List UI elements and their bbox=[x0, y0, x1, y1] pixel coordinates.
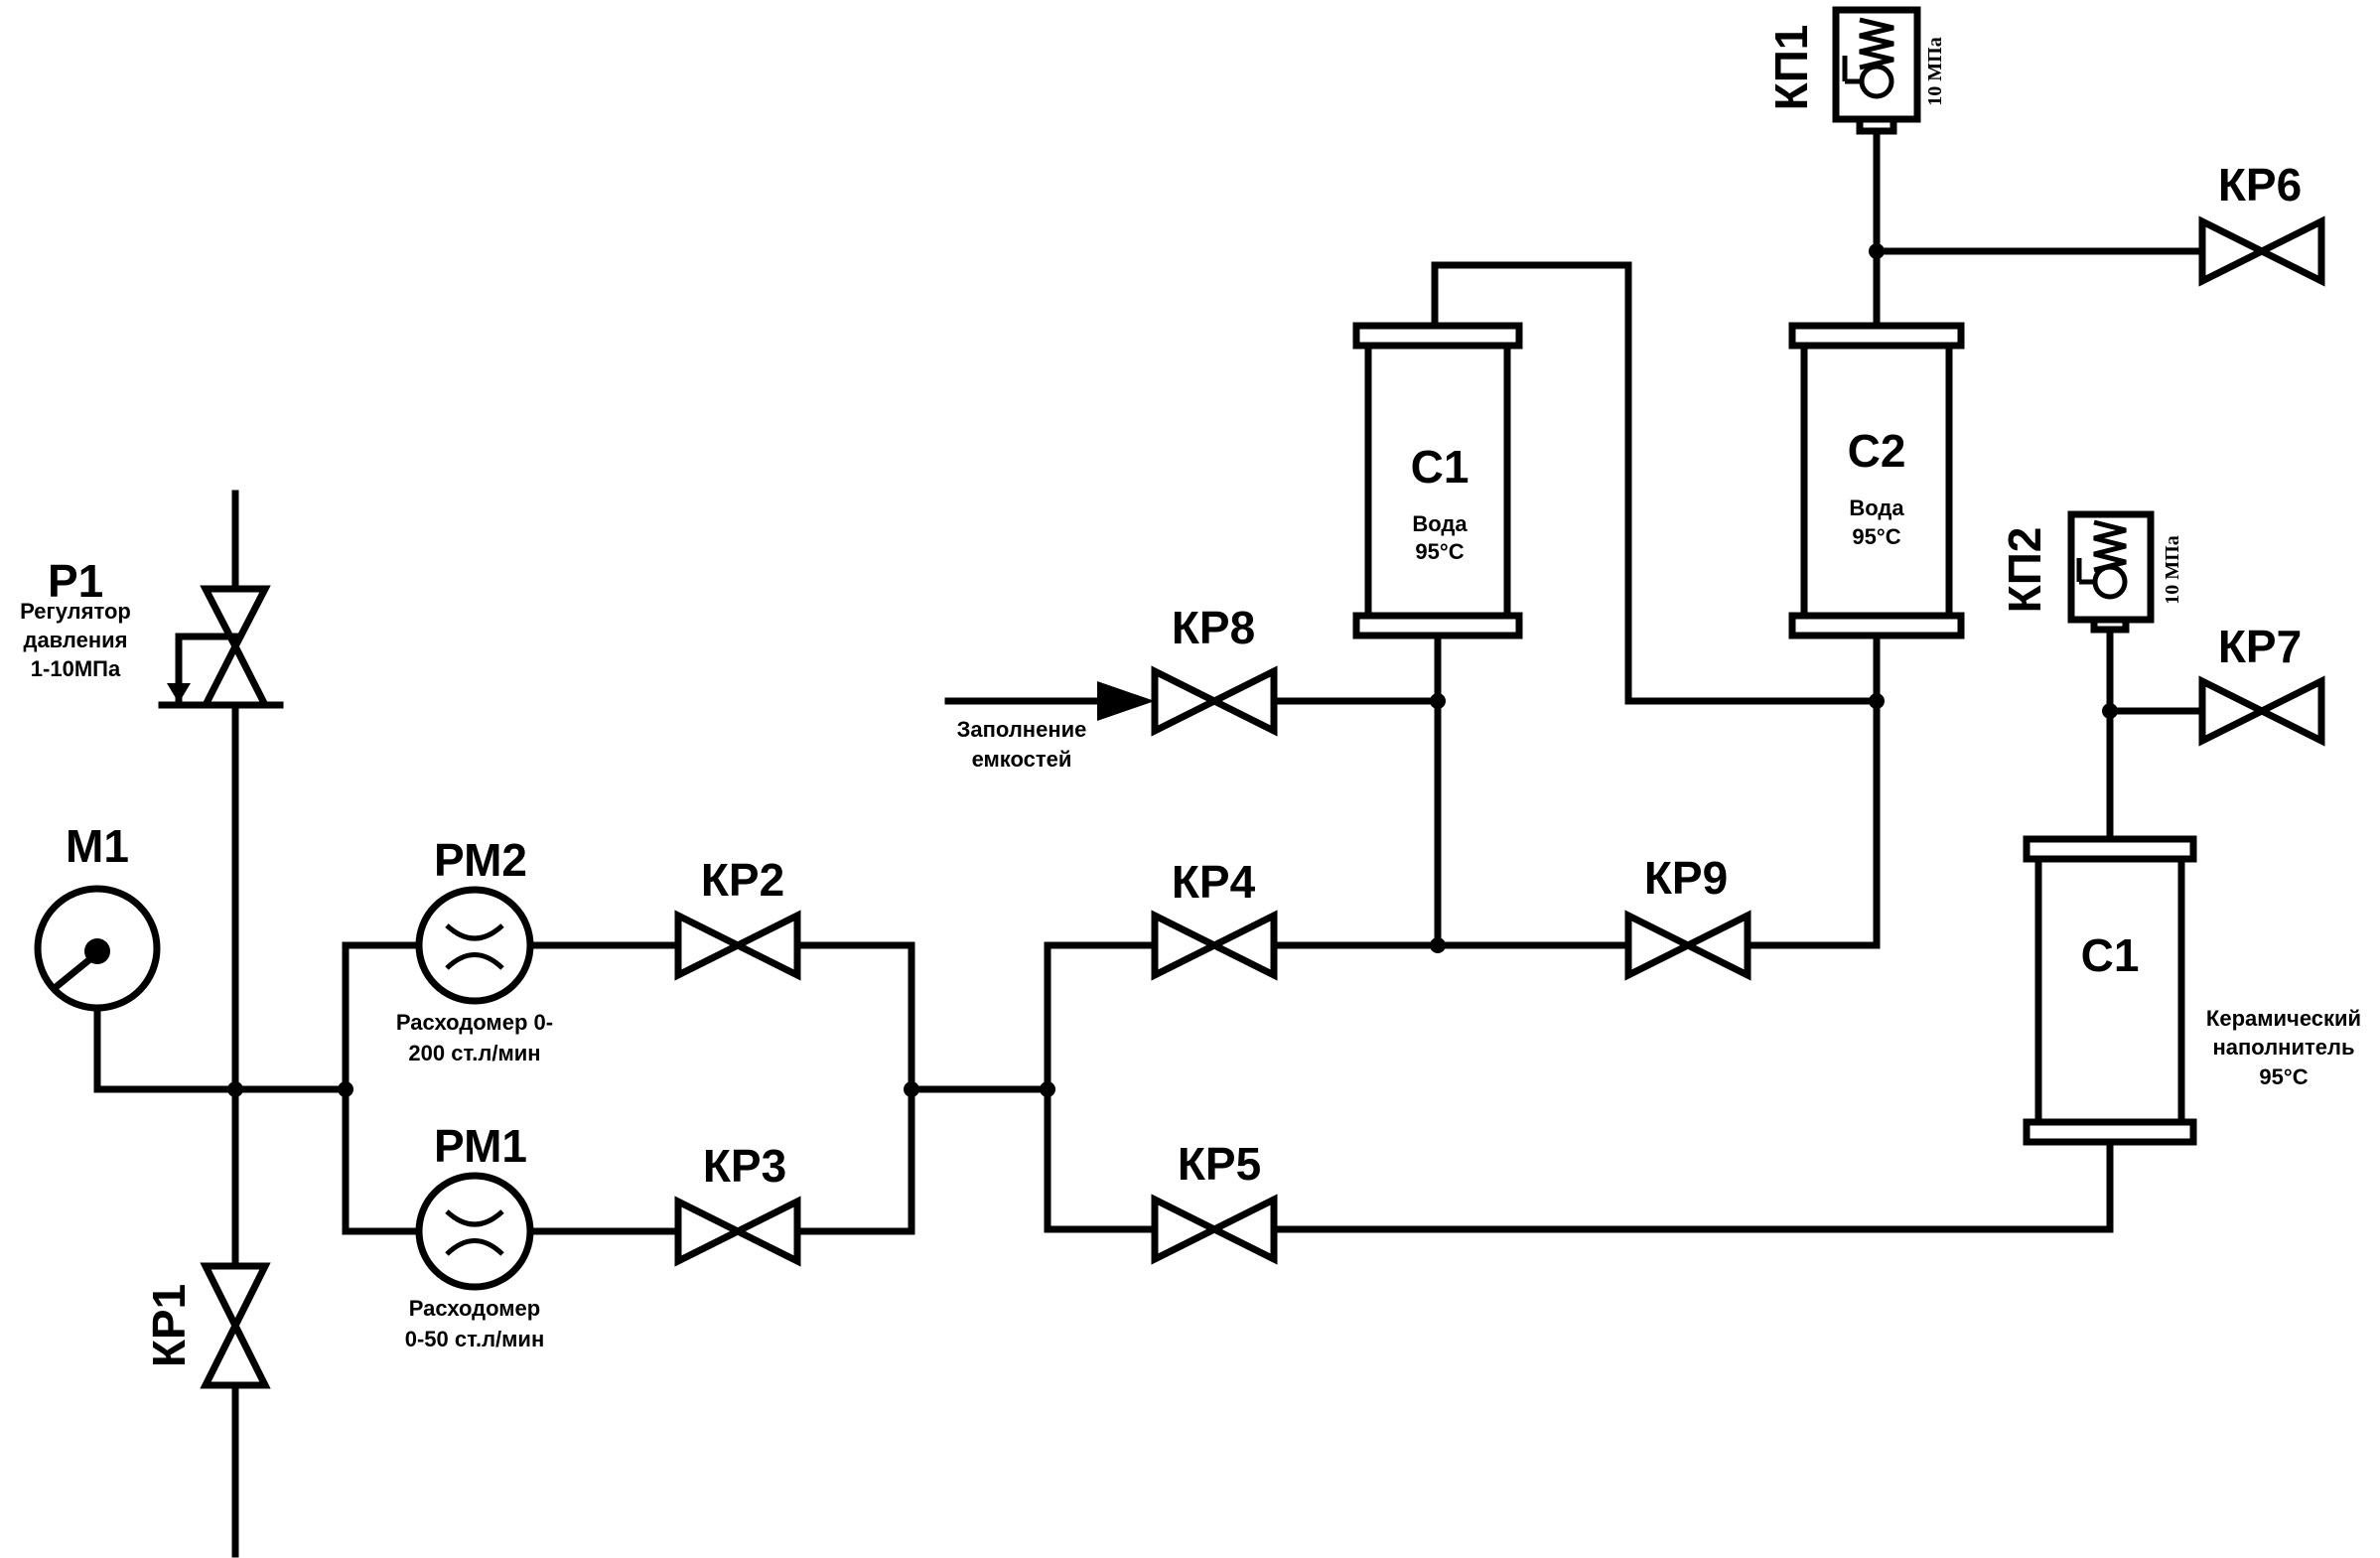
pressure-gauge-m1[interactable] bbox=[34, 885, 161, 1012]
pm1-desc-line1: Расходомер bbox=[409, 1296, 540, 1321]
kp3-label: КР3 bbox=[703, 1140, 786, 1192]
kp2-label: КР2 bbox=[701, 854, 784, 906]
valve-kp4[interactable] bbox=[1151, 910, 1278, 981]
c2-desc1: Вода bbox=[1849, 496, 1904, 520]
kpp2-label: КП2 bbox=[1999, 527, 2050, 614]
c1-right-desc3: 95°С bbox=[2259, 1064, 2308, 1089]
pipes bbox=[93, 125, 2206, 1558]
valve-kp1[interactable] bbox=[200, 1262, 271, 1389]
valve-kp5[interactable] bbox=[1151, 1194, 1278, 1265]
safety-valve-kpp1[interactable] bbox=[1832, 6, 1921, 135]
p1-desc-line1: Регулятор bbox=[20, 599, 131, 624]
valve-kp8[interactable] bbox=[1151, 665, 1278, 737]
safety-valve-kpp2[interactable] bbox=[2067, 510, 2155, 634]
pm2-desc-line2: 200 ст.л/мин bbox=[408, 1041, 540, 1065]
kp1-label: КР1 bbox=[143, 1284, 195, 1367]
valve-kp6[interactable] bbox=[2198, 215, 2325, 287]
p1-label: Р1 bbox=[48, 555, 103, 607]
kp4-label: КР4 bbox=[1172, 856, 1256, 908]
pm2-label: РМ2 bbox=[434, 834, 527, 886]
fill-label-line2: емкостей bbox=[972, 747, 1072, 772]
kp5-label: КР5 bbox=[1178, 1138, 1261, 1190]
valve-kp7[interactable] bbox=[2198, 675, 2325, 747]
vessel-c1-ceramic[interactable] bbox=[2023, 835, 2197, 1146]
kp9-label: КР9 bbox=[1644, 852, 1728, 904]
kpp2-rating: 10 МПа bbox=[2162, 535, 2183, 604]
vessel-c1-water[interactable] bbox=[1352, 322, 1523, 639]
p1-desc-line3: 1-10МПа bbox=[31, 656, 121, 681]
c2-label: С2 bbox=[1848, 425, 1906, 477]
fill-arrow bbox=[1097, 681, 1155, 721]
fill-label-line1: Заполнение bbox=[957, 717, 1087, 742]
vessel-c2-water[interactable] bbox=[1788, 322, 1965, 639]
kp8-label: КР8 bbox=[1172, 602, 1255, 653]
kpp1-label: КП1 bbox=[1765, 25, 1817, 111]
valve-kp3[interactable] bbox=[674, 1196, 801, 1267]
c1-right-label: С1 bbox=[2081, 929, 2140, 981]
m1-label: М1 bbox=[66, 820, 129, 872]
c1-top-desc2: 95°С bbox=[1415, 539, 1464, 564]
kp6-label: КР6 bbox=[2218, 159, 2302, 211]
c1-right-desc2: наполнитель bbox=[2213, 1035, 2355, 1060]
kp7-label: КР7 bbox=[2218, 621, 2302, 672]
pressure-regulator-p1[interactable] bbox=[158, 585, 284, 709]
pm1-desc-line2: 0-50 ст.л/мин bbox=[405, 1327, 545, 1351]
c1-top-label: С1 bbox=[1411, 441, 1470, 493]
flowmeter-pm1[interactable] bbox=[415, 1172, 534, 1291]
pm1-label: РМ1 bbox=[434, 1120, 527, 1172]
valve-kp2[interactable] bbox=[674, 910, 801, 981]
valve-kp9[interactable] bbox=[1624, 910, 1751, 981]
c1-top-desc1: Вода bbox=[1412, 511, 1468, 536]
pm2-desc-line1: Расходомер 0- bbox=[396, 1010, 553, 1035]
c2-desc2: 95°С bbox=[1852, 524, 1900, 549]
c1-right-desc1: Керамический bbox=[2206, 1006, 2361, 1031]
kpp1-rating: 10 МПа bbox=[1924, 37, 1946, 105]
flowmeter-pm2[interactable] bbox=[415, 886, 534, 1005]
p1-desc-line2: давления bbox=[23, 628, 127, 652]
junction-dots bbox=[227, 243, 2118, 1097]
